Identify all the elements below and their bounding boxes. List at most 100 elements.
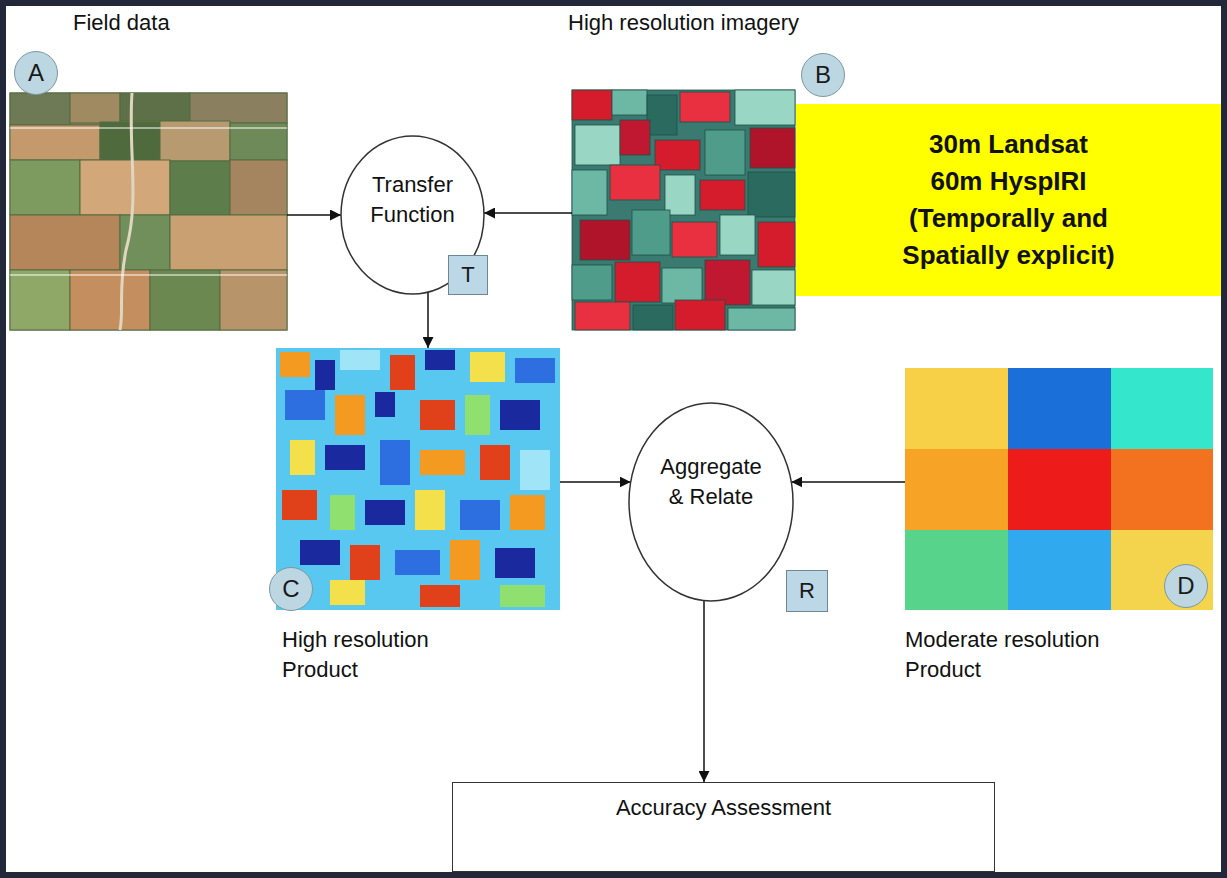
map-patch <box>470 352 505 382</box>
image-patch <box>662 268 702 303</box>
map-patch <box>330 495 355 530</box>
image-patch <box>752 270 795 305</box>
map-patch <box>325 445 365 470</box>
flow-arrow <box>287 214 341 216</box>
image-patch <box>572 90 612 120</box>
map-patch <box>335 395 365 435</box>
label-circle: C <box>269 567 313 611</box>
node-label: (Temporally and Spatially explicit) <box>864 200 1154 274</box>
image-patch <box>575 302 630 330</box>
image-patch <box>580 220 630 260</box>
node-label: 60m HyspIRI <box>930 163 1086 200</box>
grid-cell <box>1008 368 1111 449</box>
image-patch <box>700 180 745 210</box>
grid-cell <box>1111 368 1213 449</box>
grid-cell <box>1111 530 1213 610</box>
image-patch <box>610 165 660 200</box>
field-patch <box>190 93 287 123</box>
process-ellipse: Aggregate & RelateR <box>628 402 794 602</box>
map-patch <box>300 540 340 565</box>
field-patch <box>70 93 120 123</box>
map-patch <box>315 360 335 390</box>
map-patch <box>290 440 315 475</box>
map-patch <box>340 350 380 370</box>
map-patch <box>425 350 455 370</box>
image-patch <box>572 170 607 215</box>
node-label: Accuracy Assessment <box>616 793 831 823</box>
map-patch <box>380 440 410 485</box>
field-patch <box>230 160 287 215</box>
map-patch <box>330 580 365 605</box>
image-patch <box>612 90 647 115</box>
map-patch <box>465 395 490 435</box>
result-box: Accuracy Assessment <box>452 782 995 872</box>
map-patch <box>500 585 545 607</box>
panel-heading: Moderate resolution Product <box>905 625 1135 685</box>
image-patch <box>655 140 700 170</box>
map-patch <box>395 550 440 575</box>
field-patch <box>220 270 287 330</box>
field-road <box>120 93 133 330</box>
map-patch <box>365 500 405 525</box>
field-patch <box>170 161 230 215</box>
map-patch <box>510 495 545 530</box>
field-patch <box>10 215 120 270</box>
grid-cell <box>1111 449 1213 530</box>
field-patch <box>170 215 287 270</box>
map-patch <box>420 400 455 430</box>
panel-heading: High resolution imagery <box>568 8 795 38</box>
image-patch <box>572 265 612 300</box>
map-patch <box>420 585 460 607</box>
node-label: 30m Landsat <box>929 126 1088 163</box>
map-patch <box>500 400 540 430</box>
product-map <box>276 348 560 610</box>
field-patch <box>160 121 230 161</box>
image-patch <box>748 172 795 217</box>
flow-arrow <box>427 292 429 348</box>
flow-arrow <box>791 481 905 483</box>
flow-arrow <box>703 601 705 782</box>
map-patch <box>460 500 500 530</box>
map-patch <box>276 348 560 610</box>
map-patch <box>515 358 555 383</box>
image-patch <box>633 305 673 330</box>
field-patch <box>10 93 287 330</box>
image-panel: Moderate resolution Product D <box>905 368 1213 692</box>
image-patch <box>675 300 725 330</box>
node-label: T <box>461 262 474 288</box>
coarse-grid <box>905 368 1213 610</box>
process-ellipse: Transfer FunctionT <box>340 135 485 295</box>
flow-arrow <box>484 212 572 214</box>
image-patch <box>672 222 717 257</box>
image-patch <box>720 215 755 255</box>
image-panel: High resolution ProductC <box>276 348 560 692</box>
label-circle: D <box>1164 564 1208 608</box>
flow-arrow <box>560 481 631 483</box>
image-patch <box>705 260 750 305</box>
label-circle: B <box>801 53 845 97</box>
image-patch <box>705 130 745 175</box>
node-label: R <box>799 578 815 604</box>
node-label: D <box>1177 572 1194 600</box>
field-patch <box>80 160 170 215</box>
field-patch <box>10 160 80 215</box>
field-patch <box>10 93 70 125</box>
map-patch <box>282 490 317 520</box>
ellipse-outline <box>341 136 484 294</box>
image-patch <box>680 92 730 122</box>
image-patch <box>758 222 795 267</box>
grid-cell <box>905 449 1008 530</box>
map-patch <box>520 450 550 490</box>
image-patch <box>632 210 670 255</box>
node-label: B <box>815 61 831 89</box>
map-patch <box>420 450 465 475</box>
grid-cell <box>1008 530 1111 610</box>
map-patch <box>280 352 310 377</box>
field-patch <box>150 270 220 330</box>
map-patch <box>495 548 535 578</box>
image-patch <box>575 125 620 165</box>
map-patch <box>415 490 445 530</box>
image-patch <box>572 90 795 330</box>
ellipse-outline <box>629 403 793 601</box>
